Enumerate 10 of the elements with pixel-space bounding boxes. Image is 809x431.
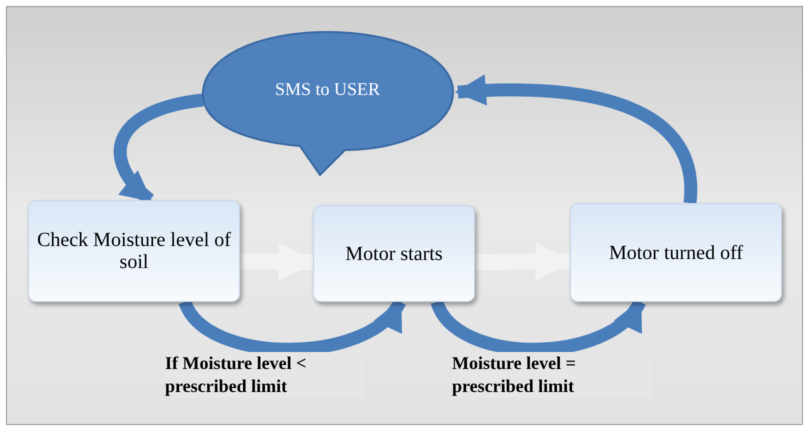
box-text: Check Moisture level of soil xyxy=(37,229,231,273)
process-box xyxy=(313,205,475,302)
curved-arrow xyxy=(454,75,698,204)
process-box xyxy=(570,203,782,302)
edge-label: Moisture level = prescribed limit xyxy=(452,352,652,398)
edge-label: If Moisture level < prescribed limit xyxy=(165,352,365,398)
box-text: Motor starts xyxy=(345,242,443,264)
bubble-text: SMS to USER xyxy=(274,78,380,101)
box-text: Motor turned off xyxy=(608,242,744,264)
process-box xyxy=(28,200,240,302)
